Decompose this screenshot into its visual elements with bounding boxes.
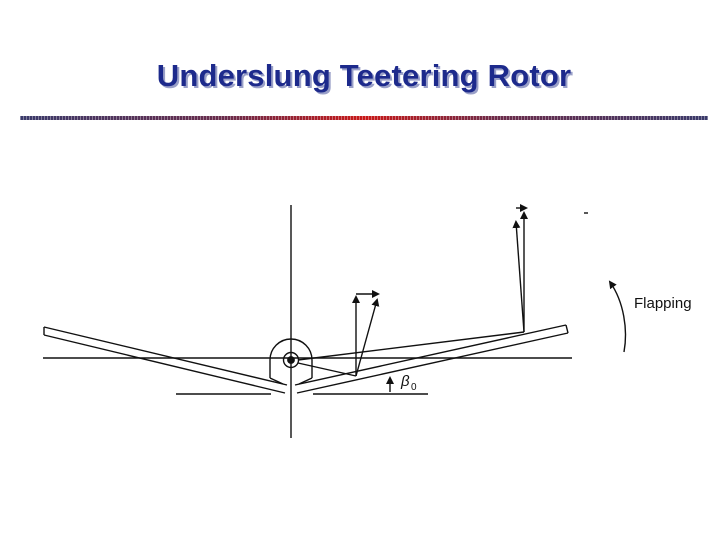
flapping-label: Flapping [634,295,692,312]
flapping-arrow [608,280,627,353]
beta-symbol: β [400,373,410,390]
hub-to-tip-line [297,331,525,361]
beta-subscript: 0 [411,382,417,393]
slide-title: Underslung Teetering Rotor [156,58,572,93]
title-divider [20,116,708,120]
tip-vector-group [512,204,528,333]
hub-to-inner-point-line [297,362,357,377]
beta-zero-label: β 0 [400,373,417,393]
left-blade [43,326,288,394]
inner-vector-group [352,290,380,377]
right-blade [294,324,569,394]
